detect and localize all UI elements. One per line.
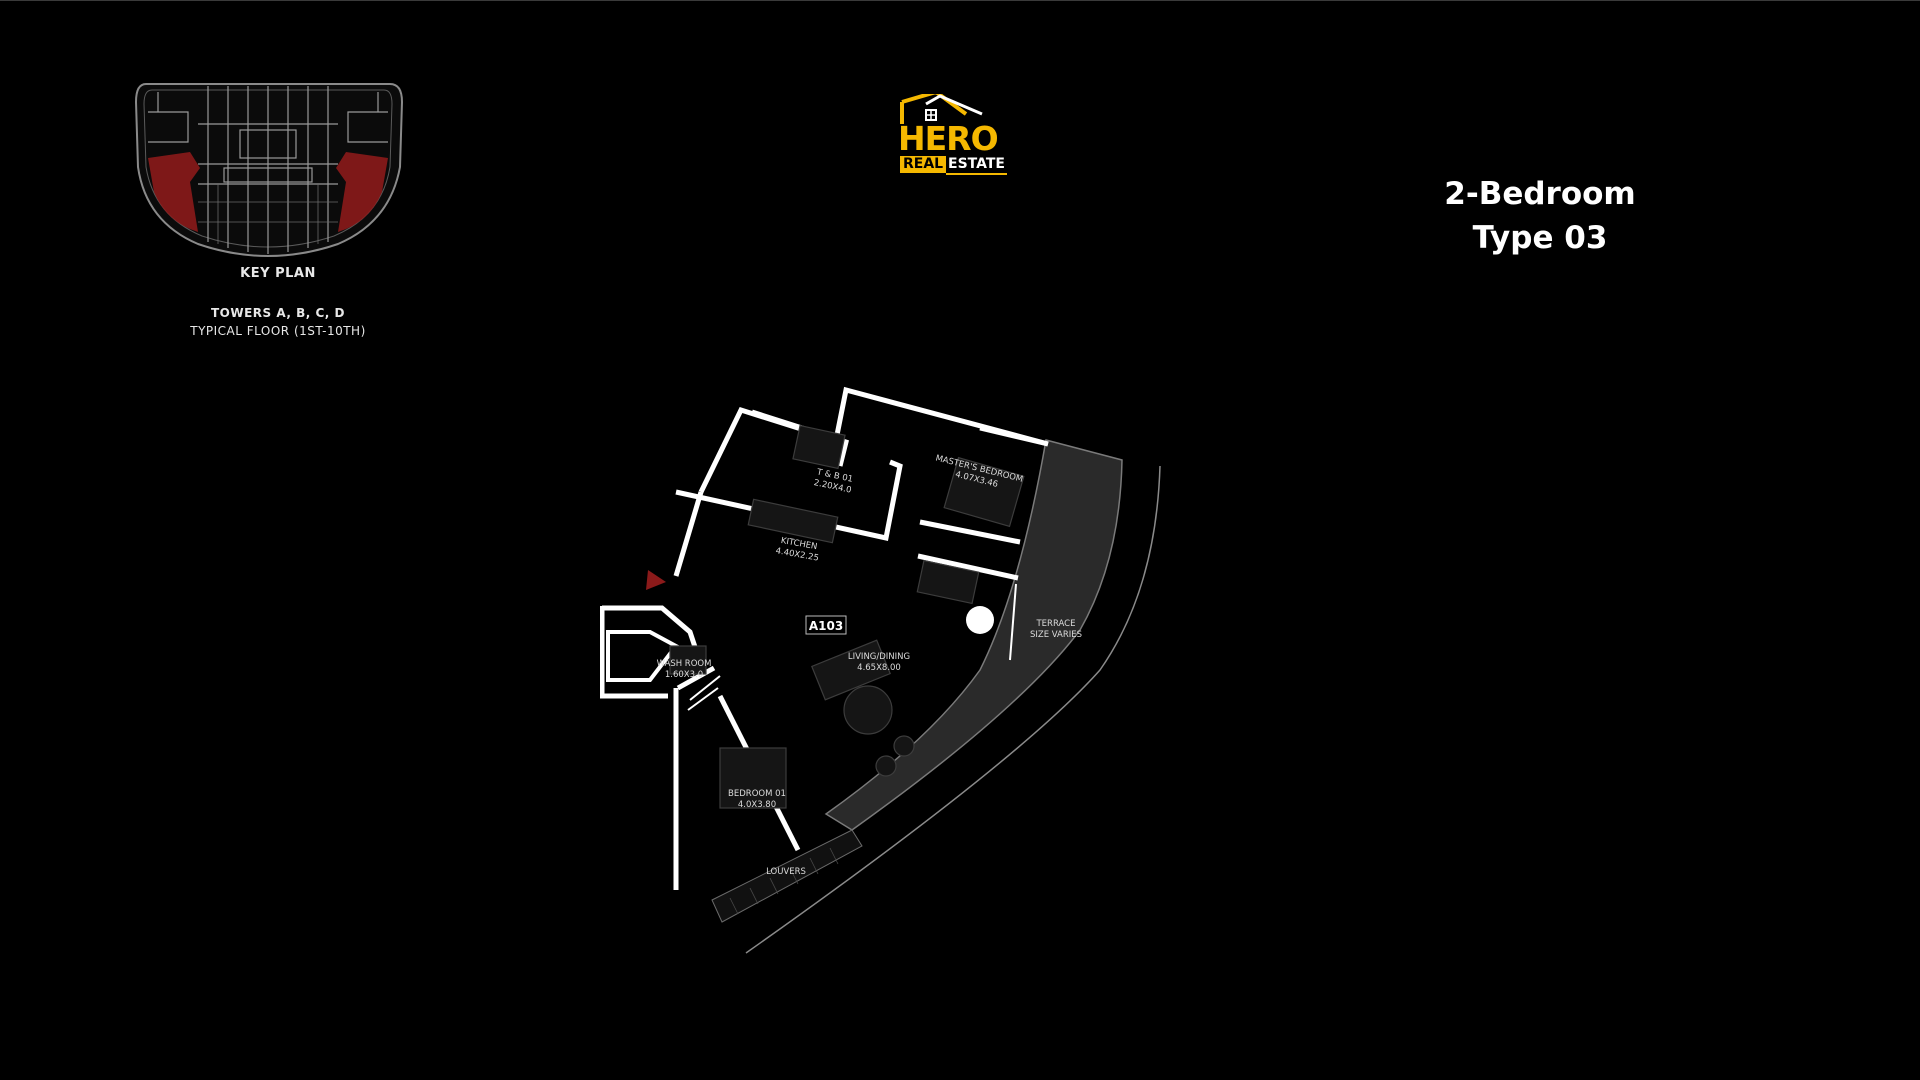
- house-roof-icon: [900, 94, 983, 124]
- logo-brand-main: HERO: [898, 119, 999, 158]
- louvers-label: LOUVERS: [766, 867, 806, 877]
- room-bedroom01-size: 4.0X3.80: [738, 800, 776, 810]
- unit-type-line2: Type 03: [1472, 220, 1608, 256]
- room-wash-room-size: 1.60X3.0: [665, 670, 703, 680]
- key-plan-caption: KEY PLAN: [240, 266, 316, 281]
- logo-brand-estate: ESTATE: [946, 156, 1007, 175]
- room-living-dining-size: 4.65X8.00: [857, 663, 901, 673]
- floor-range-label: TYPICAL FLOOR (1ST-10TH): [190, 324, 366, 338]
- room-living-dining-name: LIVING/DINING: [848, 652, 910, 662]
- key-plan-details: TOWERS A, B, C, D TYPICAL FLOOR (1ST-10T…: [128, 304, 428, 340]
- room-wash-room-name: WASH ROOM: [657, 659, 712, 669]
- unit-type-title: 2-Bedroom Type 03: [1380, 172, 1700, 260]
- location-dot: [966, 606, 994, 634]
- top-divider: [0, 0, 1920, 1]
- unit-floor-plan: A103 T & B 01 2.20X4.0 MASTER'S BEDROOM …: [599, 370, 1200, 970]
- entry-marker: [646, 570, 666, 590]
- key-plan-diagram: [128, 72, 428, 272]
- unit-type-line1: 2-Bedroom: [1444, 176, 1636, 212]
- hero-real-estate-logo: HERO REAL ESTATE: [896, 94, 1026, 180]
- towers-label: TOWERS A, B, C, D: [210, 306, 345, 320]
- room-bedroom01-name: BEDROOM 01: [728, 789, 786, 799]
- terrace-size: SIZE VARIES: [1030, 630, 1082, 640]
- terrace-name: TERRACE: [1035, 619, 1075, 629]
- logo-brand-real: REAL: [900, 156, 947, 173]
- unit-id-label: A103: [809, 619, 843, 633]
